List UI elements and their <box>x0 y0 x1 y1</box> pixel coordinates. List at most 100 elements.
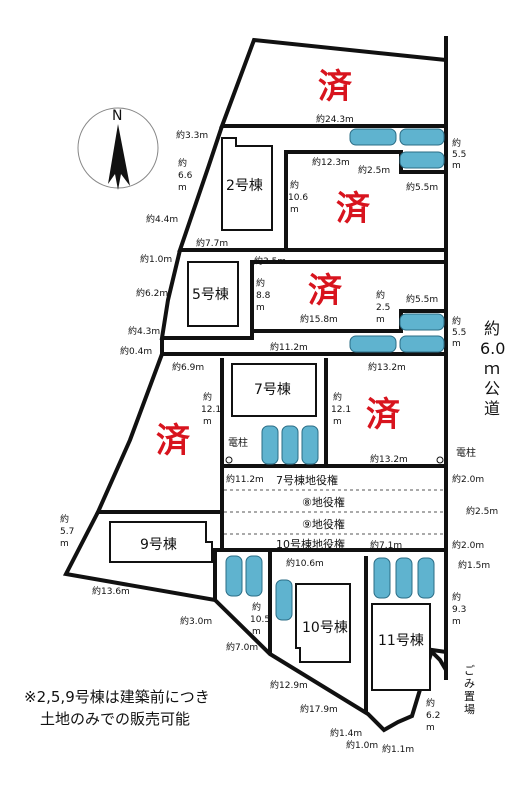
dim-label: m <box>252 627 261 637</box>
easement-label-10: 10号棟地役権 <box>276 537 345 551</box>
car-icon <box>281 425 299 465</box>
dim-label: 約24.3m <box>316 113 354 125</box>
lot-top-outline <box>219 37 447 128</box>
dim-label: 約2.0m <box>452 539 484 551</box>
dim-label: m <box>178 183 187 193</box>
pole-label: 電柱 <box>228 436 248 449</box>
compass: N <box>77 107 159 190</box>
dim-label: 12.1 <box>331 405 351 415</box>
car-icon <box>395 557 413 599</box>
dim-label: 約 <box>426 697 435 709</box>
dim-label: 5.5 <box>452 328 466 338</box>
building-11-shape <box>371 603 431 691</box>
car-icon <box>399 335 445 353</box>
building-10-label: 10号棟 <box>302 620 348 636</box>
dim-label: m <box>60 539 69 549</box>
dim-label: 約 <box>256 277 265 289</box>
note-line-1: ※2,5,9号棟は建築前につき <box>24 688 210 706</box>
building-7-shape <box>231 363 317 417</box>
car-icon <box>349 335 397 353</box>
lot-left-outline <box>94 353 446 514</box>
dim-label: 約1.0m <box>140 253 172 265</box>
lot-2-outline <box>177 125 286 252</box>
car-icon <box>349 128 397 146</box>
car-icon <box>399 151 445 169</box>
dim-label: 約2.0m <box>452 473 484 485</box>
dim-label: 約13.2m <box>368 361 406 373</box>
dim-label: 約 <box>60 513 69 525</box>
building-shapes <box>109 137 431 691</box>
building-10-shape <box>295 583 351 663</box>
dim-label: 約1.0m <box>346 739 378 751</box>
dim-label: 約 <box>452 137 461 149</box>
dim-label: 約 <box>203 391 212 403</box>
dim-label: 約3.0m <box>180 615 212 627</box>
road-char: 約 <box>484 319 500 338</box>
easement-label-8: ⑧地役権 <box>302 495 345 509</box>
easement-label-9: ⑨地役権 <box>302 517 345 531</box>
dim-label: 約 <box>178 157 187 169</box>
dim-label: 10.5 <box>250 615 270 625</box>
dim-label: 約1.4m <box>330 727 362 739</box>
pole-label: 電柱 <box>456 446 476 459</box>
dim-label: 10.6 <box>288 193 308 203</box>
dim-label: 8.8 <box>256 291 271 301</box>
pole-markers <box>225 456 444 464</box>
dim-label: 約5.5m <box>406 293 438 305</box>
compass-north-label: N <box>112 108 122 124</box>
dim-label: m <box>452 339 461 349</box>
building-7-label: 7号棟 <box>254 382 291 398</box>
dim-label: m <box>452 617 461 627</box>
dim-label: 約7.1m <box>370 539 402 551</box>
dim-label: 約7.7m <box>196 237 228 249</box>
garbage-char: 場 <box>464 703 475 716</box>
dim-label: 約 <box>376 289 385 301</box>
lot-sold-2-outline <box>284 150 446 250</box>
building-labels: 2号棟 5号棟 7号棟 9号棟 10号棟 11号棟 <box>140 178 424 649</box>
easement-label-7: 7号棟地役権 <box>276 473 338 487</box>
dim-label: m <box>452 161 461 171</box>
dim-label: 2.5 <box>376 303 390 313</box>
dim-label: m <box>203 417 212 427</box>
car-icon <box>275 579 293 621</box>
building-9-shape <box>109 521 213 563</box>
dim-label: 約2.5m <box>358 164 390 176</box>
sold-mark-top: 済 <box>318 67 353 107</box>
sold-mark-5: 済 <box>156 421 191 461</box>
garbage-area <box>430 650 448 672</box>
building-9-label: 9号棟 <box>140 537 177 553</box>
dim-label: 約12.9m <box>270 679 308 691</box>
road-char: 道 <box>484 399 500 418</box>
road-char: 公 <box>484 379 500 398</box>
pole-labels: 電柱 電柱 <box>228 436 476 459</box>
garbage-char: み <box>464 677 475 690</box>
garbage-label: ご み 置 場 <box>464 663 475 716</box>
dim-label: 約7.0m <box>226 641 258 653</box>
dim-label: m <box>426 723 435 733</box>
dim-label: 約 <box>452 315 461 327</box>
road-char: 6.0 <box>480 339 505 358</box>
dim-label: 約1.1m <box>382 743 414 755</box>
dim-label: 約17.9m <box>300 703 338 715</box>
easement-dashes <box>224 489 446 535</box>
car-icon <box>225 555 243 597</box>
sale-note: ※2,5,9号棟は建築前につき 土地のみでの販売可能 <box>24 688 210 728</box>
car-icon <box>399 313 445 331</box>
easement-labels: 7号棟地役権 ⑧地役権 ⑨地役権 10号棟地役権 <box>276 473 345 551</box>
dim-label: 約15.8m <box>300 313 338 325</box>
dim-label: 5.7 <box>60 527 74 537</box>
dim-label: 6.6 <box>178 171 193 181</box>
dim-label: m <box>333 417 342 427</box>
dim-label: 約0.4m <box>120 345 152 357</box>
dim-label: 約1.5m <box>458 559 490 571</box>
building-2-shape <box>221 137 273 231</box>
car-icon <box>261 425 279 465</box>
dim-label: 約10.6m <box>286 557 324 569</box>
dim-label: 9.3 <box>452 605 466 615</box>
pole-icon <box>225 456 233 464</box>
dimension-labels: 約24.3m 約3.3m 約 6.6 m 約4.4m 約12.3m 約2.5m … <box>60 113 498 755</box>
dim-label: m <box>290 205 299 215</box>
note-line-2: 土地のみでの販売可能 <box>40 710 190 728</box>
car-icon <box>245 555 263 597</box>
car-icon <box>417 557 435 599</box>
